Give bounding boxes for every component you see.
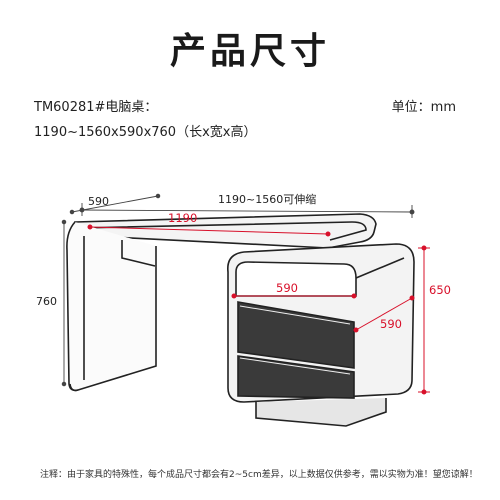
black-dimension-lines <box>61 193 415 387</box>
dimensions-label: 1190~1560x590x760（长x宽x高） <box>34 125 257 140</box>
label-height: 760 <box>36 295 57 308</box>
label-cabinet-height: 650 <box>429 283 451 297</box>
label-top-length: 1190 <box>168 211 197 225</box>
model-label: TM60281#电脑桌： <box>34 100 158 115</box>
label-drawer-depth: 590 <box>380 317 402 331</box>
unit-label: 单位：mm <box>391 100 456 115</box>
desk-drawing <box>66 213 415 427</box>
page-title: 产品尺寸 <box>169 31 330 72</box>
footnote: 注释：由于家具的特殊性，每个成品尺寸都会有2~5cm差异，以上数据仅供参考，需以… <box>40 470 478 480</box>
desk-diagram: 1190~1560可伸缩 590 760 1190 590 590 650 <box>36 193 451 427</box>
label-depth-top: 590 <box>88 195 109 208</box>
label-overall-length: 1190~1560可伸缩 <box>218 193 316 206</box>
red-dimension-lines <box>87 224 430 395</box>
label-drawer-width: 590 <box>276 281 298 295</box>
